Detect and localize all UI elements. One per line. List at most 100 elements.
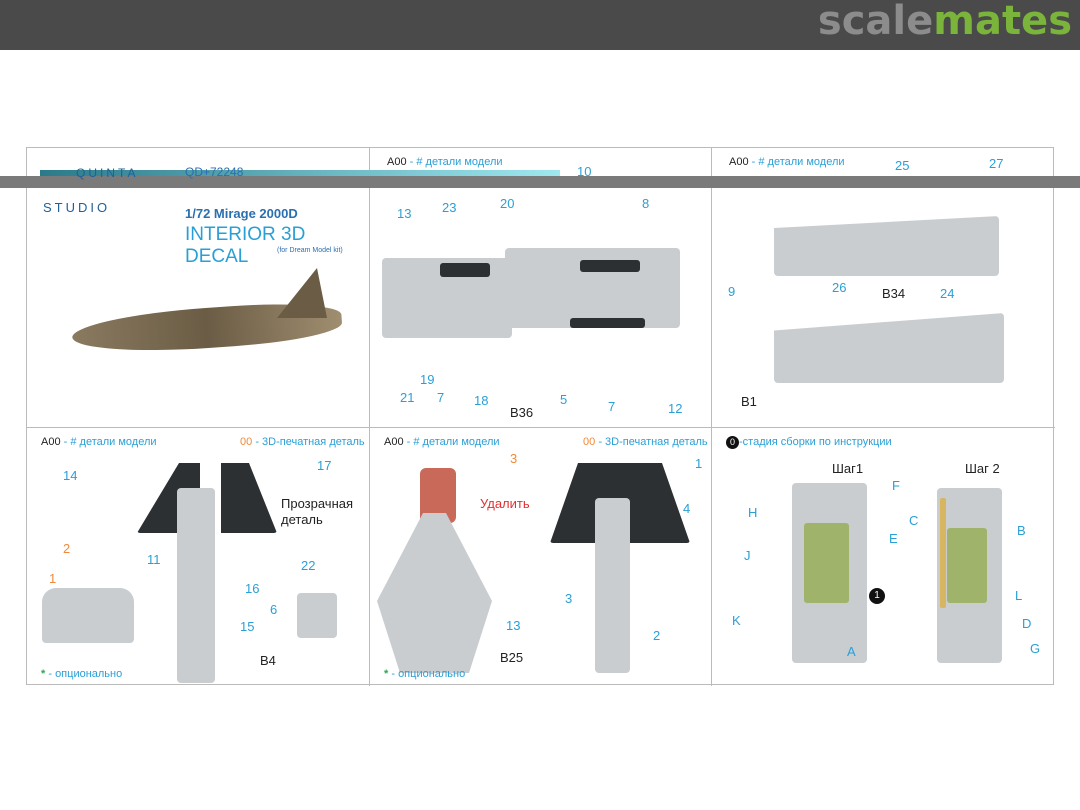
console (595, 498, 630, 673)
callout: H (748, 505, 758, 520)
decal (440, 263, 490, 277)
callout: C (909, 513, 919, 528)
part-label: B4 (260, 653, 276, 668)
callout: 21 (400, 390, 415, 405)
decal (570, 318, 645, 328)
print-desc: - 3D-печатная деталь (255, 436, 365, 448)
callout: 13 (506, 618, 521, 633)
side-wall-b34 (774, 216, 999, 276)
callout: 8 (642, 196, 650, 211)
callout: F (892, 478, 900, 493)
callout: 26 (832, 280, 847, 295)
kit-note: (for Dream Model kit) (277, 247, 343, 254)
stage-badge: 0 (726, 436, 739, 449)
callout: A (847, 644, 856, 659)
star-icon: * (41, 668, 46, 680)
part-desc: - # детали модели (751, 156, 845, 168)
image-artifact (40, 170, 560, 176)
callout: 7 (608, 399, 616, 414)
callout: G (1030, 641, 1041, 656)
callout: 3 (510, 451, 518, 466)
callout: 11 (147, 552, 161, 567)
seat-cushion-decal (947, 528, 987, 603)
site-header: scalemates (0, 0, 1080, 50)
part-label: B34 (882, 286, 906, 301)
callout: 2 (63, 541, 71, 556)
callout: 17 (317, 458, 332, 473)
callout: 15 (240, 619, 255, 634)
part-code: A00 (41, 436, 61, 448)
callout: 6 (270, 602, 278, 617)
transparent-label: Прозрачная деталь (281, 496, 354, 527)
panel-seat-console: A00 - # детали модели 00 - 3D-печатная д… (370, 428, 712, 686)
brand-name-top: QUINTA (76, 166, 139, 180)
callout: 5 (560, 392, 568, 407)
callout: 1 (695, 456, 703, 471)
optional-note: - опционально (391, 668, 466, 680)
seat-part (42, 588, 134, 643)
callout: 19 (420, 372, 435, 387)
remove-label: Удалить (480, 496, 530, 511)
seat-cushion-decal (804, 523, 849, 603)
callout: 22 (301, 558, 316, 573)
callout: B (1017, 523, 1026, 538)
callout: 9 (728, 284, 736, 299)
step-1-label: Шаг1 (832, 461, 864, 476)
scalemates-logo[interactable]: scalemates (818, 0, 1072, 44)
callout: 13 (397, 206, 412, 221)
part-label: B36 (510, 405, 534, 420)
panel-cockpit-tub: A00 - # детали модели 13 23 20 8 21 19 7… (370, 148, 712, 428)
brand-name: STUDIO (43, 200, 111, 215)
logo-part: scale (817, 0, 934, 44)
part-code: A00 (729, 156, 749, 168)
product-code: QD+72248 (185, 165, 244, 179)
panel-instrument-panel: A00 - # детали модели 00 - 3D-печатная д… (27, 428, 370, 686)
callout: K (732, 613, 741, 628)
callout: 2 (653, 628, 661, 643)
callout: L (1015, 588, 1023, 603)
optional-note: - опционально (48, 668, 123, 680)
callout: 10 (577, 164, 592, 179)
part-b25 (377, 513, 492, 673)
print-desc: - 3D-печатная деталь (598, 436, 708, 448)
callout: 27 (989, 156, 1004, 171)
callout: D (1022, 616, 1032, 631)
callout: 14 (63, 468, 78, 483)
star-icon: * (384, 668, 389, 680)
product-title: INTERIOR 3D DECAL (185, 224, 306, 267)
callout: 24 (940, 286, 955, 301)
callout: E (889, 531, 898, 546)
callout: 25 (895, 158, 910, 173)
model-scale: 1/72 Mirage 2000D (185, 206, 298, 221)
callout: J (744, 548, 751, 563)
logo-part: mates (933, 0, 1072, 44)
stage-desc: -стадия сборки по инструкции (739, 436, 892, 448)
callout: 18 (474, 393, 489, 408)
panel-side-walls: A00 - # детали модели 25 27 9 B34 26 24 … (712, 148, 1055, 428)
step-2-label: Шаг 2 (965, 461, 1000, 476)
instruction-sheet: STUDIO 1/72 Mirage 2000D INTERIOR 3D DEC… (26, 147, 1055, 686)
aircraft-tail (277, 268, 327, 318)
decal (580, 260, 640, 272)
part-desc: - # детали модели (406, 436, 500, 448)
callout: 7 (437, 390, 445, 405)
callout: 16 (245, 581, 260, 596)
print-code: 00 (240, 436, 253, 448)
side-wall-b1 (774, 313, 1004, 383)
panel-title: STUDIO 1/72 Mirage 2000D INTERIOR 3D DEC… (27, 148, 370, 428)
part-code: A00 (387, 156, 407, 168)
part-desc: - # детали модели (409, 156, 503, 168)
harness (940, 498, 946, 608)
part-label: B25 (500, 650, 524, 665)
callout: 20 (500, 196, 515, 211)
callout: 12 (668, 401, 683, 416)
callout: 3 (565, 591, 573, 606)
print-code: 00 (583, 436, 596, 448)
part-label: B1 (741, 394, 757, 409)
callout: 23 (442, 200, 457, 215)
callout: 4 (683, 501, 691, 516)
part-code: A00 (384, 436, 404, 448)
transparent-part (297, 593, 337, 638)
stage-badge: 1 (869, 588, 885, 604)
part-desc: - # детали модели (63, 436, 157, 448)
